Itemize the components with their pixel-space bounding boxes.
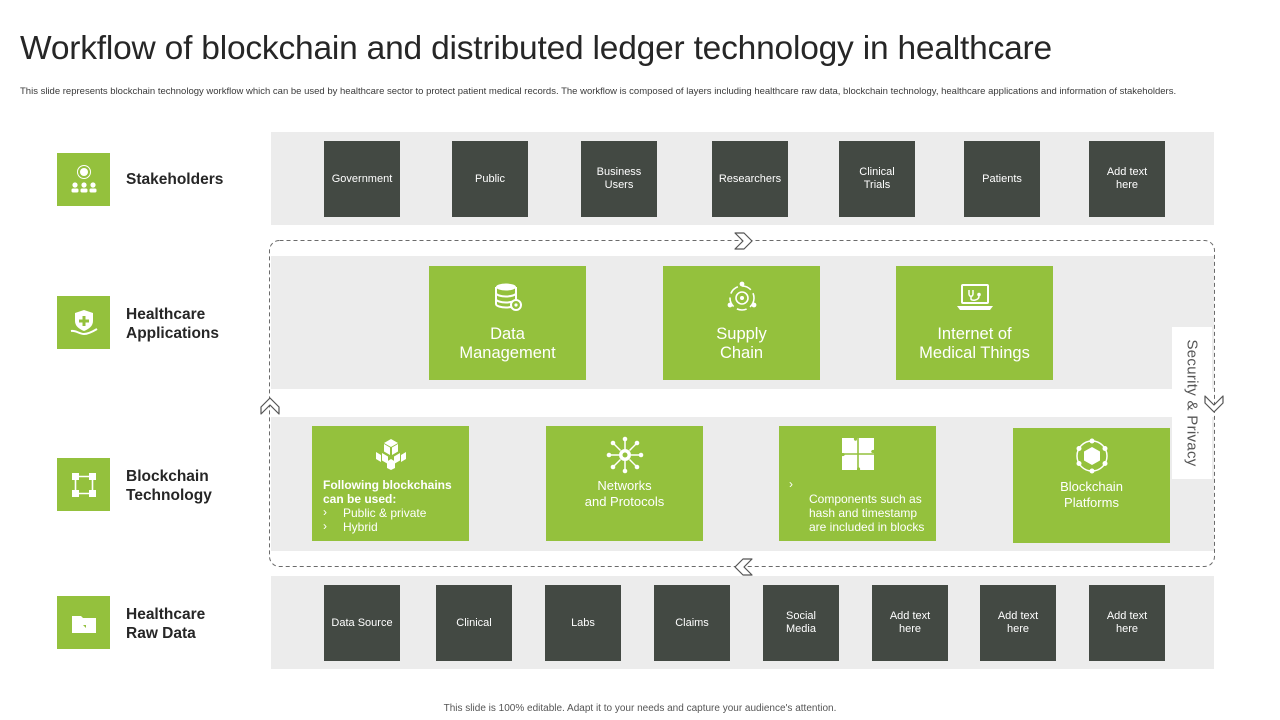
app-box-supply-chain: Supply Chain bbox=[663, 266, 820, 380]
bullet-arrow-icon: › bbox=[789, 477, 793, 491]
components-text: › Components such as hash and timestamp a… bbox=[789, 477, 929, 534]
blockchain-box-networks: Networks and Protocols bbox=[546, 426, 703, 541]
supply-chain-icon bbox=[727, 281, 756, 311]
stakeholder-box: Patients bbox=[964, 141, 1040, 217]
page-description: This slide represents blockchain technol… bbox=[20, 86, 1177, 97]
app-label: Internet of Medical Things bbox=[919, 325, 1030, 362]
list-item: Public & private bbox=[323, 505, 463, 520]
raw-data-box: Clinical bbox=[436, 585, 512, 661]
database-gear-icon bbox=[494, 283, 522, 311]
following-blockchains-text: Following blockchains can be used: Publi… bbox=[323, 478, 463, 534]
layer-label-stakeholders: Stakeholders bbox=[126, 171, 224, 188]
stakeholder-box: Government bbox=[324, 141, 400, 217]
platforms-label: Blockchain Platforms bbox=[1060, 479, 1123, 510]
stakeholders-icon bbox=[57, 153, 110, 206]
blockchain-box-following: Following blockchains can be used: Publi… bbox=[312, 426, 469, 541]
networks-label: Networks and Protocols bbox=[584, 478, 665, 509]
components-label: Components such as hash and timestamp ar… bbox=[809, 492, 925, 534]
raw-data-box: Labs bbox=[545, 585, 621, 661]
chevron-left-icon bbox=[734, 558, 753, 576]
list-item: Hybrid bbox=[323, 519, 463, 534]
blockchain-box-components: › Components such as hash and timestamp a… bbox=[779, 426, 936, 541]
layer-label-raw-data: Healthcare Raw Data bbox=[126, 606, 206, 642]
footer-note: This slide is 100% editable. Adapt it to… bbox=[443, 703, 837, 714]
chevron-down-icon bbox=[1204, 395, 1224, 413]
app-label: Data Management bbox=[459, 325, 556, 362]
stakeholder-box: Public bbox=[452, 141, 528, 217]
stakeholder-box: Clinical Trials bbox=[839, 141, 915, 217]
raw-data-box: Claims bbox=[654, 585, 730, 661]
blockchain-hexagon-icon bbox=[1075, 438, 1108, 474]
raw-data-band bbox=[271, 576, 1214, 669]
raw-data-box: Add text here bbox=[980, 585, 1056, 661]
page-title: Workflow of blockchain and distributed l… bbox=[20, 30, 1052, 67]
layer-label-blockchain: Blockchain Technology bbox=[126, 468, 212, 504]
chevron-right-icon bbox=[734, 232, 753, 250]
laptop-stethoscope-icon bbox=[956, 284, 993, 310]
raw-data-box: Data Source bbox=[324, 585, 400, 661]
puzzle-icon bbox=[841, 438, 874, 470]
folder-icon bbox=[57, 596, 110, 649]
cubes-icon bbox=[375, 439, 406, 470]
raw-data-box: Social Media bbox=[763, 585, 839, 661]
health-shield-icon bbox=[57, 296, 110, 349]
stakeholder-box: Add text here bbox=[1089, 141, 1165, 217]
network-hub-icon bbox=[606, 436, 643, 474]
chevron-up-icon bbox=[260, 397, 280, 415]
blockchain-box-platforms: Blockchain Platforms bbox=[1013, 428, 1170, 543]
following-lead: Following blockchains can be used: bbox=[323, 478, 452, 506]
app-label: Supply Chain bbox=[716, 325, 767, 362]
app-box-iomt: Internet of Medical Things bbox=[896, 266, 1053, 380]
raw-data-box: Add text here bbox=[872, 585, 948, 661]
stakeholder-box: Researchers bbox=[712, 141, 788, 217]
network-nodes-icon bbox=[57, 458, 110, 511]
stakeholder-box: Business Users bbox=[581, 141, 657, 217]
app-box-data-management: Data Management bbox=[429, 266, 586, 380]
raw-data-box: Add text here bbox=[1089, 585, 1165, 661]
layer-label-applications: Healthcare Applications bbox=[126, 306, 220, 342]
